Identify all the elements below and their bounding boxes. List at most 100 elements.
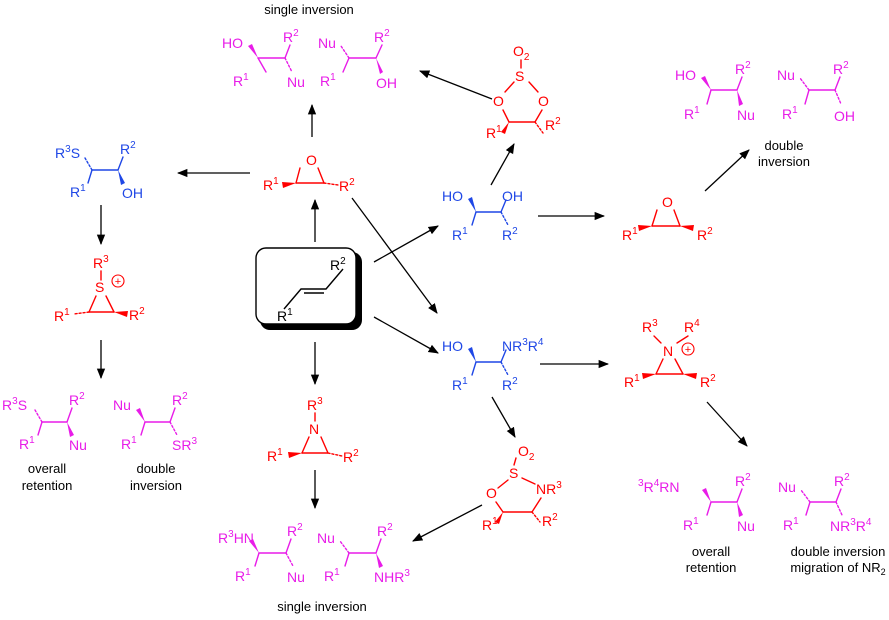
svg-text:R1: R1 — [452, 376, 468, 393]
svg-text:R2: R2 — [545, 116, 561, 133]
svg-text:Nu: Nu — [318, 35, 336, 51]
reaction-arrows — [96, 70, 750, 542]
svg-text:O: O — [662, 194, 673, 210]
epoxide-center: O R1 R2 — [263, 152, 355, 194]
svg-text:R2: R2 — [374, 28, 390, 45]
caption-double-inversion-top-2: inversion — [758, 154, 810, 169]
svg-text:R2: R2 — [287, 522, 303, 539]
single-inversion-bottom-products: R3HN R2 R1 Nu Nu R2 R1 NHR3 — [218, 522, 410, 585]
caption-overall-retention-right-2: retention — [686, 560, 737, 575]
svg-text:R1: R1 — [622, 226, 638, 243]
svg-text:R1: R1 — [235, 567, 251, 584]
svg-text:R1: R1 — [263, 176, 279, 193]
svg-text:R1: R1 — [267, 447, 283, 464]
arrow-alkene-to-diol — [373, 225, 439, 263]
svg-text:R1: R1 — [320, 72, 336, 89]
svg-text:HO: HO — [675, 67, 696, 83]
svg-text:SR3: SR3 — [172, 436, 197, 453]
svg-text:S: S — [515, 68, 524, 84]
svg-text:R1: R1 — [233, 72, 249, 89]
aziridine: R3 N R1 R2 — [267, 396, 359, 465]
svg-text:R2: R2 — [502, 376, 518, 393]
svg-text:Nu: Nu — [737, 107, 755, 123]
epoxide-right: O R1 R2 — [622, 194, 713, 243]
aziridinium-ion: R3 R4 N + R1 R2 — [624, 318, 716, 390]
arrow-aziridinium-to-products — [706, 401, 748, 447]
svg-text:O2: O2 — [513, 43, 530, 63]
svg-text:Nu: Nu — [778, 479, 796, 495]
episulfonium-ion: R3 S + R1 R2 — [54, 254, 145, 324]
svg-text:R1: R1 — [782, 105, 798, 122]
svg-text:R2: R2 — [735, 60, 751, 77]
svg-text:R2: R2 — [172, 391, 188, 408]
svg-text:R3: R3 — [93, 254, 109, 271]
svg-text:R1: R1 — [683, 516, 699, 533]
thioalcohol: R3S R2 R1 OH — [55, 140, 143, 201]
svg-text:OH: OH — [502, 188, 523, 204]
svg-text:R1: R1 — [486, 124, 502, 141]
amino-alcohol: HO NR3R4 R1 R2 — [442, 337, 544, 393]
svg-text:+: + — [115, 276, 121, 288]
svg-text:R2: R2 — [129, 306, 145, 323]
svg-text:R2: R2 — [502, 226, 518, 243]
svg-text:OH: OH — [122, 185, 143, 201]
svg-text:Nu: Nu — [737, 518, 755, 534]
svg-text:N: N — [663, 343, 673, 359]
svg-text:Nu: Nu — [287, 569, 305, 585]
caption-single-inversion-top: single inversion — [264, 2, 354, 17]
svg-text:R2: R2 — [69, 391, 85, 408]
caption-double-inversion-right-2: migration of NR2 — [790, 560, 885, 577]
caption-double-inversion-left-1: double — [136, 461, 175, 476]
double-inversion-top-products: HO R2 R1 Nu Nu R2 R1 OH — [675, 60, 855, 124]
svg-text:R2: R2 — [834, 472, 850, 489]
caption-double-inversion-left-2: inversion — [130, 478, 182, 493]
svg-text:R2: R2 — [377, 522, 393, 539]
svg-text:R1: R1 — [70, 183, 86, 200]
svg-text:O: O — [538, 93, 549, 109]
svg-text:NHR3: NHR3 — [374, 568, 410, 585]
svg-text:R3HN: R3HN — [218, 529, 254, 546]
svg-text:R3: R3 — [307, 396, 323, 413]
svg-text:OH: OH — [834, 108, 855, 124]
cyclic-sulfate: O2 S O O R1 R2 — [486, 43, 561, 141]
svg-text:NR3R4: NR3R4 — [830, 517, 872, 534]
caption-double-inversion-right-1: double inversion — [791, 544, 886, 559]
svg-text:R1: R1 — [452, 226, 468, 243]
svg-text:R2: R2 — [542, 512, 558, 529]
svg-text:R2: R2 — [697, 226, 713, 243]
arrow-epoxide-to-aminoalcohol — [351, 197, 438, 314]
svg-text:R1: R1 — [121, 435, 137, 452]
svg-text:O: O — [486, 485, 497, 501]
single-inversion-top-products: HO R2 R1 Nu Nu R2 R1 OH — [222, 28, 397, 91]
thio-products: R3S R2 R1 Nu Nu R2 R1 SR3 — [2, 391, 197, 453]
arrow-epoxide-to-double-inversion — [704, 149, 750, 192]
svg-text:+: + — [685, 344, 691, 356]
svg-text:R1: R1 — [19, 435, 35, 452]
svg-text:3R4RN: 3R4RN — [638, 478, 679, 495]
svg-text:R4: R4 — [684, 318, 700, 335]
arrow-sulfate-to-single-inversion — [419, 70, 493, 100]
svg-text:NR3: NR3 — [536, 480, 562, 497]
svg-text:R3S: R3S — [2, 396, 27, 413]
svg-text:Nu: Nu — [113, 397, 131, 413]
caption-single-inversion-bottom: single inversion — [277, 599, 367, 614]
aziridinium-products: 3R4RN R2 R1 Nu Nu R2 R1 NR3R4 — [638, 472, 872, 534]
svg-text:R1: R1 — [684, 105, 700, 122]
svg-text:HO: HO — [442, 188, 463, 204]
svg-text:R2: R2 — [833, 60, 849, 77]
arrow-alkene-to-aminoalcohol — [373, 316, 439, 354]
svg-text:R3: R3 — [642, 318, 658, 335]
svg-text:Nu: Nu — [777, 67, 795, 83]
alkene-starting-material: R1 R2 — [255, 247, 362, 330]
caption-overall-retention-left-1: overall — [28, 461, 66, 476]
caption-overall-retention-right-1: overall — [692, 544, 730, 559]
alkene-r2-label: R2 — [330, 256, 346, 273]
svg-text:R3S: R3S — [55, 144, 80, 161]
svg-text:R2: R2 — [120, 140, 136, 157]
arrow-sulfamidate-to-products — [412, 504, 483, 542]
svg-text:R2: R2 — [283, 28, 299, 45]
caption-overall-retention-left-2: retention — [22, 478, 73, 493]
svg-text:R2: R2 — [700, 373, 716, 390]
svg-text:S: S — [509, 465, 518, 481]
svg-text:O: O — [306, 152, 317, 168]
